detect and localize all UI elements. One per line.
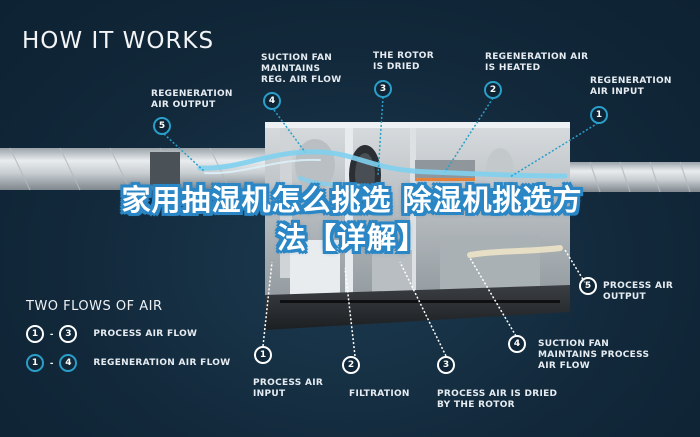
callout-label-process-air-output: PROCESS AIR OUTPUT [603,281,674,302]
process-leader-lines [262,249,588,357]
callout-badge-2-process: 2 [342,356,360,374]
callout-label-suction-fan-reg: SUCTION FAN MAINTAINS REG. AIR FLOW [261,53,342,85]
legend-label: REGENERATION AIR FLOW [93,358,231,368]
legend-badge-from: 1 [26,325,44,343]
callout-label-process-air-dried: PROCESS AIR IS DRIED BY THE ROTOR [437,389,558,410]
legend-row-process: 1 - 3 PROCESS AIR FLOW [26,325,197,343]
callout-label-filtration: FILTRATION [349,389,410,399]
callout-badge-5-regeneration: 5 [153,117,171,135]
callout-badge-4-process: 4 [508,335,526,353]
callout-badge-2-regeneration: 2 [484,81,502,99]
callout-label-regeneration-air-output: REGENERATION AIR OUTPUT [151,89,233,110]
legend-separator: - [50,357,54,369]
callout-label-regeneration-air-input: REGENERATION AIR INPUT [590,76,672,97]
callout-label-rotor-dried: THE ROTOR IS DRIED [373,51,434,72]
page-title: HOW IT WORKS [22,28,215,54]
legend-row-regeneration: 1 - 4 REGENERATION AIR FLOW [26,354,230,372]
airflow-streams [197,149,568,258]
callout-badge-5-process: 5 [579,277,597,295]
regeneration-input-duct [568,161,700,193]
regeneration-leader-lines [163,96,599,178]
callout-badge-1-process: 1 [254,346,272,364]
callout-label-regeneration-heated: REGENERATION AIR IS HEATED [485,52,589,73]
callout-badge-3-regeneration: 3 [374,80,392,98]
callout-label-suction-fan-process: SUCTION FAN MAINTAINS PROCESS AIR FLOW [538,339,650,371]
callout-badge-4-regeneration: 4 [263,92,281,110]
callout-badge-3-process: 3 [437,356,455,374]
legend-label: PROCESS AIR FLOW [93,329,198,339]
legend-separator: - [50,328,54,340]
legend-badge-to: 3 [59,325,78,343]
legend-title: TWO FLOWS OF AIR [26,299,163,314]
legend-badge-to: 4 [59,354,78,372]
callout-badge-1-regeneration: 1 [590,106,608,124]
legend-badge-from: 1 [26,354,44,372]
callout-label-process-air-input: PROCESS AIR INPUT [253,378,324,399]
overlay-headline: 家用抽湿机怎么挑选 除湿机挑选方法【详解】 [121,183,583,255]
